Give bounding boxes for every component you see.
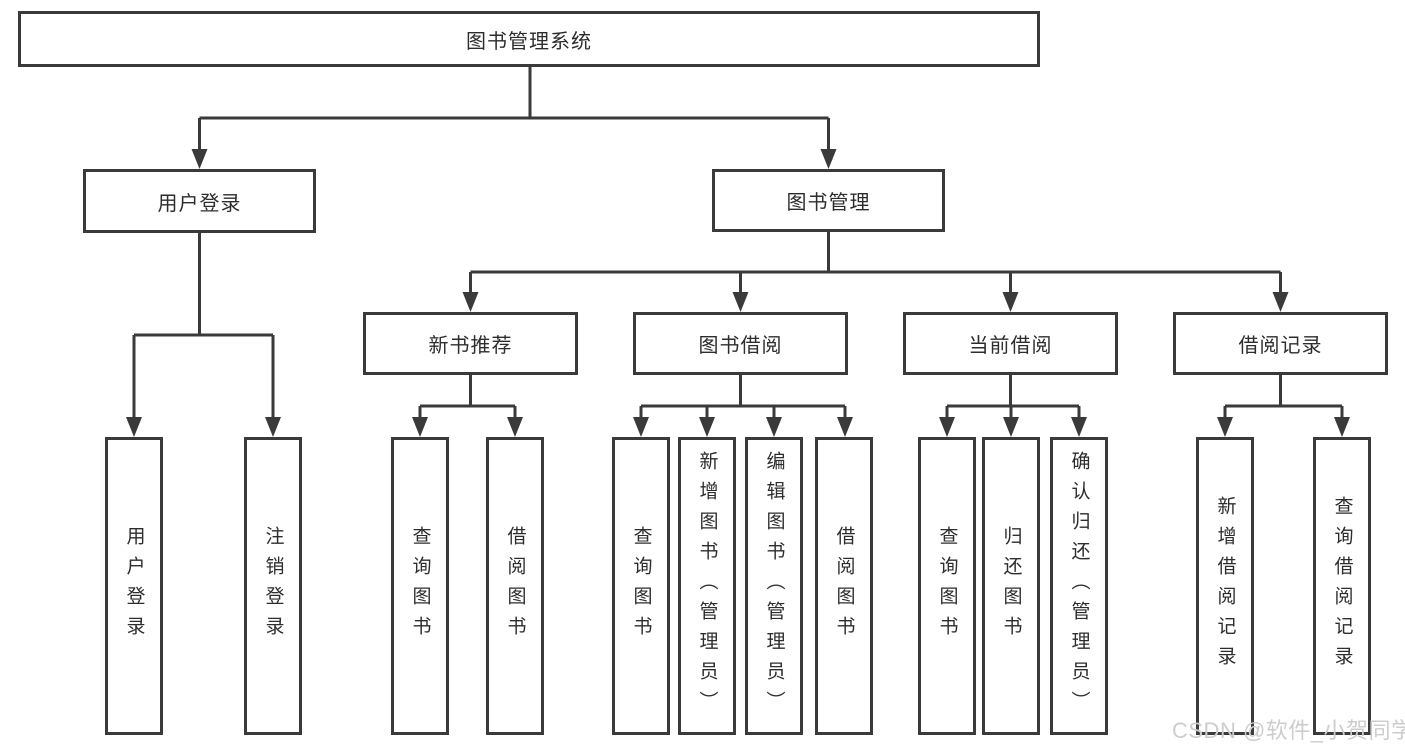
leaf-borrow-edit-admin-label: 编辑图书（管理员）	[763, 451, 785, 721]
leaf-newbooks-borrow-label: 借阅图书	[504, 526, 526, 646]
leaf-current-return-label: 归还图书	[1000, 526, 1022, 646]
node-book-borrow-label: 图书借阅	[698, 335, 783, 357]
leaf-current-return: 归还图书	[982, 437, 1040, 735]
node-root-label: 图书管理系统	[466, 30, 592, 53]
leaf-logout-label: 注销登录	[262, 526, 284, 646]
node-current-borrow: 当前借阅	[903, 312, 1118, 375]
node-new-book-recommend: 新书推荐	[363, 312, 578, 375]
leaf-records-query-label: 查询借阅记录	[1331, 496, 1353, 676]
node-book-management: 图书管理	[712, 169, 945, 232]
leaf-user-login: 用户登录	[105, 437, 163, 735]
node-root: 图书管理系统	[18, 11, 1040, 67]
leaf-logout: 注销登录	[244, 437, 302, 735]
node-book-management-label: 图书管理	[786, 192, 871, 214]
leaf-newbooks-query: 查询图书	[391, 437, 449, 735]
leaf-newbooks-query-label: 查询图书	[409, 526, 431, 646]
leaf-borrow-edit-admin: 编辑图书（管理员）	[745, 437, 803, 735]
leaf-records-add-label: 新增借阅记录	[1214, 496, 1236, 676]
leaf-current-query: 查询图书	[918, 437, 976, 735]
leaf-records-add: 新增借阅记录	[1196, 437, 1254, 735]
node-borrow-records-label: 借阅记录	[1238, 335, 1323, 357]
node-new-book-recommend-label: 新书推荐	[428, 335, 513, 357]
leaf-newbooks-borrow: 借阅图书	[486, 437, 544, 735]
connector-lines	[132, 67, 1344, 419]
leaf-current-confirm-admin: 确认归还（管理员）	[1050, 437, 1108, 735]
node-user-login: 用户登录	[83, 169, 316, 233]
leaf-borrow-book-label: 借阅图书	[833, 526, 855, 646]
leaf-borrow-add-admin-label: 新增图书（管理员）	[696, 451, 718, 721]
arrowhead-icons	[126, 149, 1350, 437]
csdn-watermark: CSDN @软件_小贺同学	[1172, 718, 1405, 743]
leaf-current-confirm-admin-label: 确认归还（管理员）	[1068, 451, 1090, 721]
leaf-borrow-query-label: 查询图书	[630, 526, 652, 646]
leaf-borrow-book: 借阅图书	[815, 437, 873, 735]
leaf-current-query-label: 查询图书	[936, 526, 958, 646]
leaf-user-login-label: 用户登录	[123, 526, 145, 646]
leaf-borrow-query: 查询图书	[612, 437, 670, 735]
node-current-borrow-label: 当前借阅	[968, 335, 1053, 357]
node-borrow-records: 借阅记录	[1173, 312, 1388, 375]
node-user-login-label: 用户登录	[157, 192, 242, 215]
leaf-records-query: 查询借阅记录	[1313, 437, 1371, 735]
leaf-borrow-add-admin: 新增图书（管理员）	[678, 437, 736, 735]
node-book-borrow: 图书借阅	[633, 312, 848, 375]
